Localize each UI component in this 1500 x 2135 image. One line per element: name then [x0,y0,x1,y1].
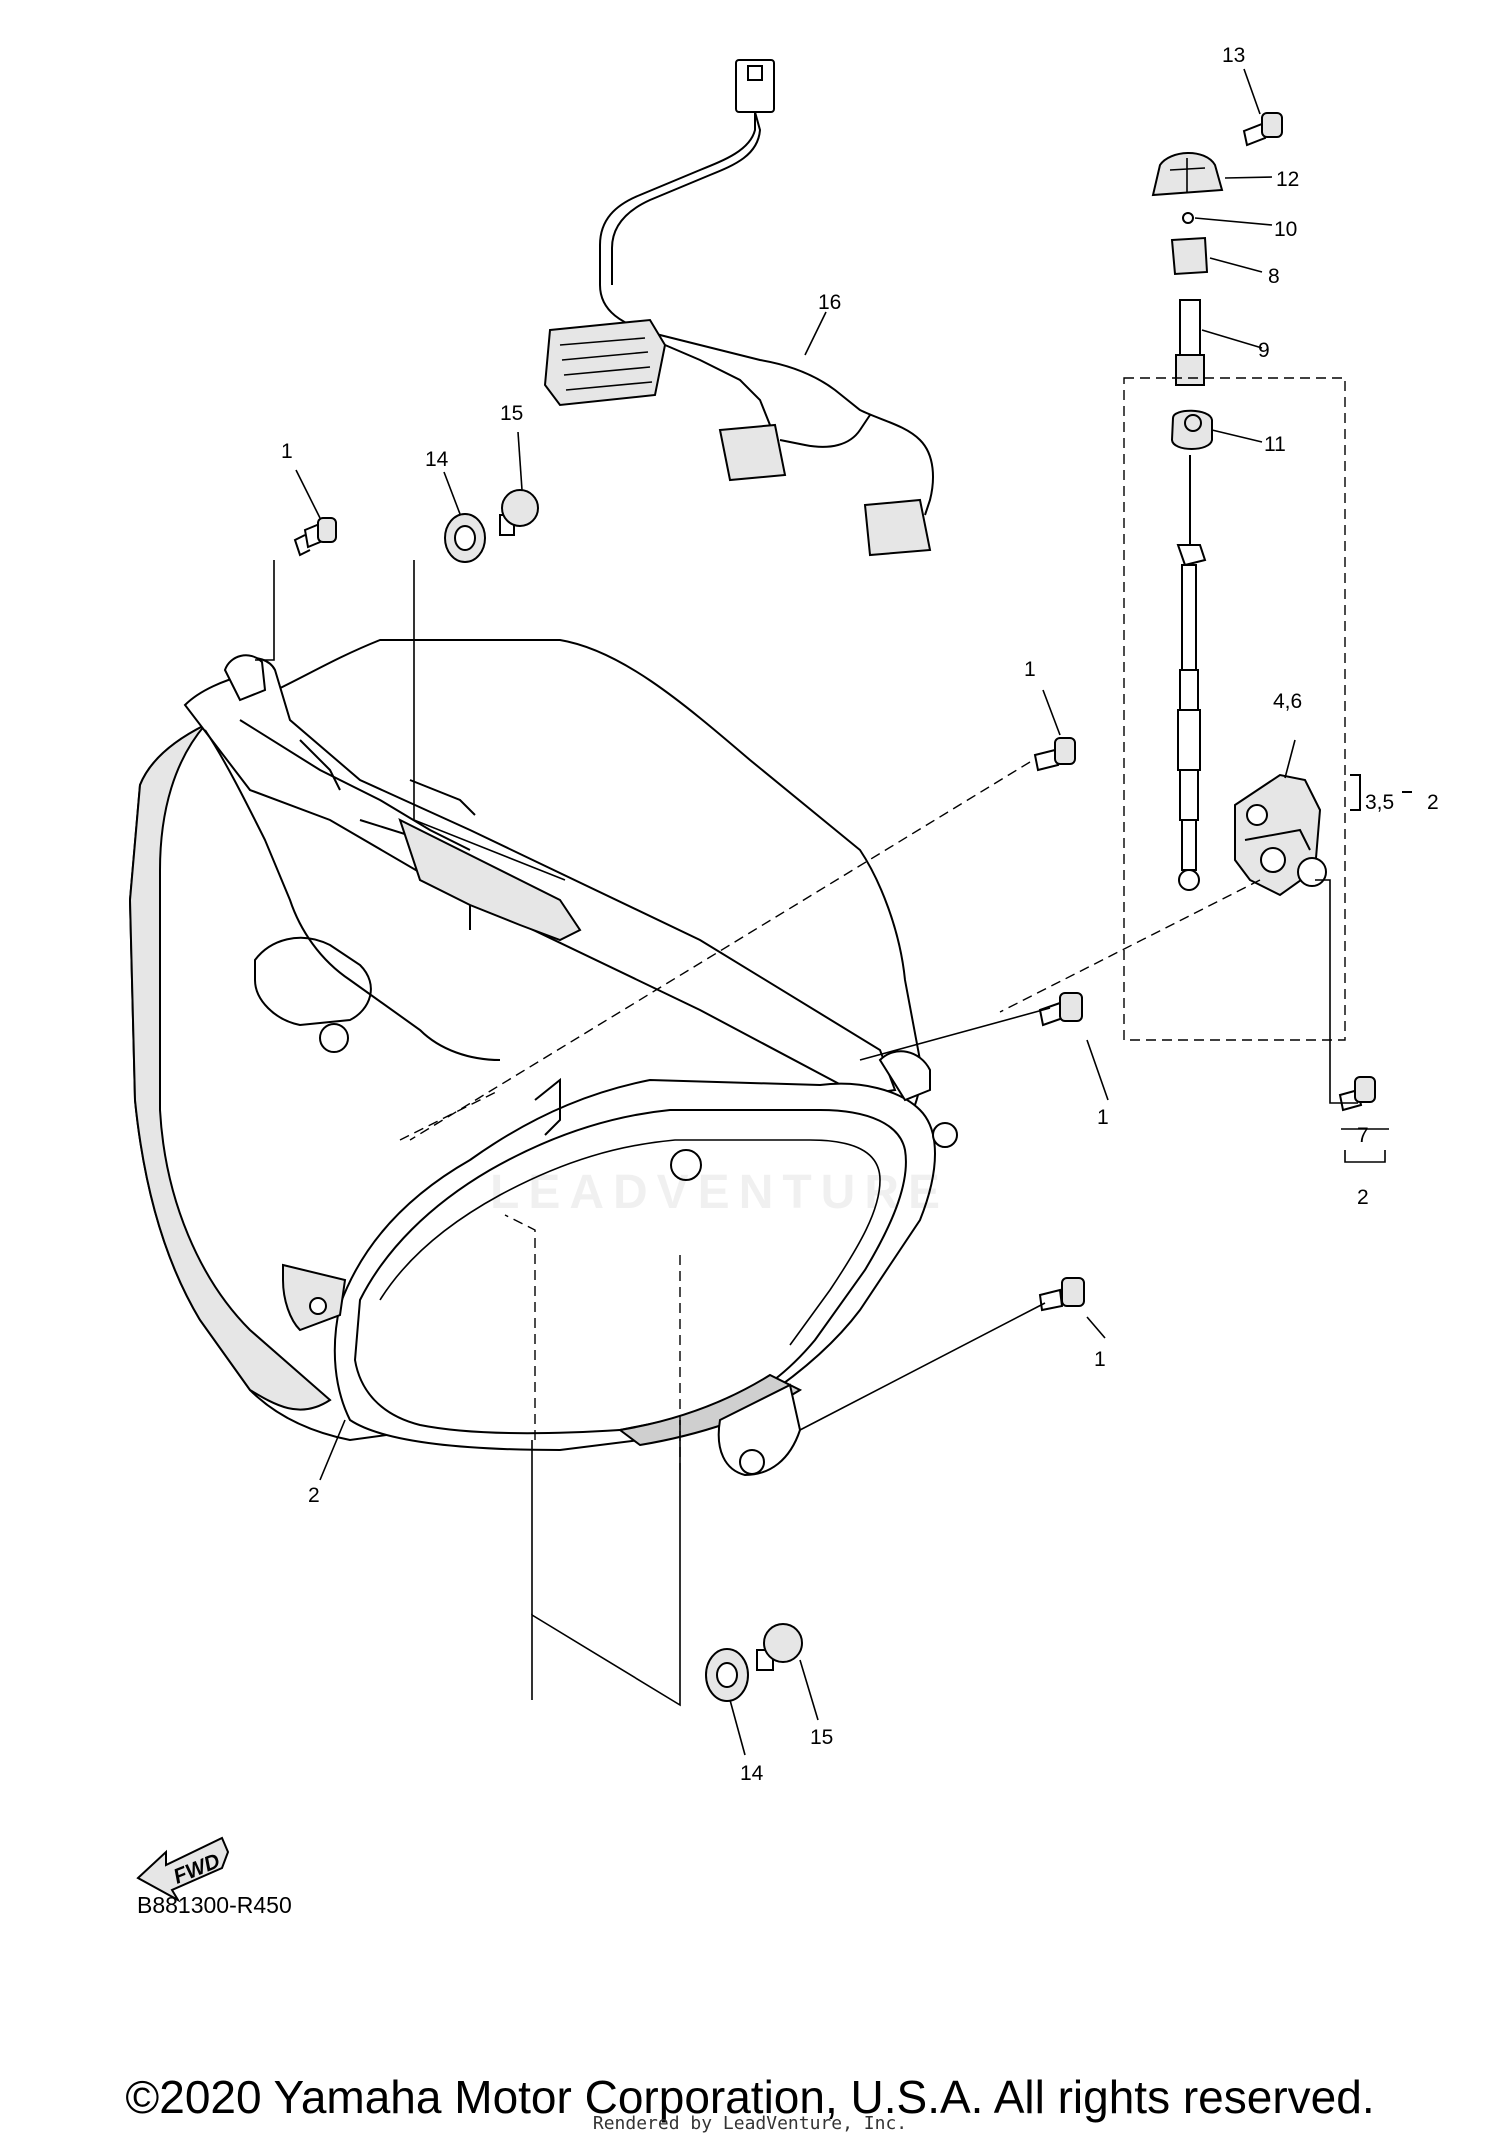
screw-1-lower [1038,992,1083,1027]
leader-lines [255,68,1389,1756]
callout-14: 14 [740,1762,764,1785]
screw-13 [1242,112,1283,147]
callout-1: 1 [1024,658,1036,681]
grommet-14-top [444,513,486,563]
callout-1: 1 [1097,1106,1109,1129]
collar-15-bottom [756,1623,803,1671]
callout-1: 1 [281,440,293,463]
wiring-harness [543,59,934,557]
fwd-arrow-icon: FWD [136,1836,230,1903]
callout-11: 11 [1264,433,1286,456]
callout-2: 2 [1427,791,1439,814]
callout-3-5: 3,5 [1365,791,1394,814]
screw-1-center [1033,737,1076,772]
connector-pins [559,337,653,391]
watermark: LEADVENTURE [490,1166,950,1219]
callout-16: 16 [818,291,841,314]
callout-9: 9 [1258,339,1270,362]
callout-labels: 1 1 1 1 2 2 2 3,5 4,6 7 8 9 10 11 12 13 … [281,44,1439,1785]
diagram-code: B881300-R450 [137,1892,292,1918]
callout-2: 2 [308,1484,320,1507]
rendered-by-credit: Rendered by LeadVenture, Inc. [592,2113,908,2134]
grommet-14-bottom [705,1648,749,1702]
adjuster-assembly [1123,152,1412,1041]
callout-15: 15 [500,402,523,425]
callout-8: 8 [1268,265,1280,288]
callout-15: 15 [810,1726,833,1749]
callout-7: 7 [1357,1124,1369,1147]
callout-14: 14 [425,448,449,471]
callout-12: 12 [1276,168,1299,191]
callout-10: 10 [1274,218,1297,241]
collar-15-top [499,489,539,536]
callout-1: 1 [1094,1348,1106,1371]
callout-2: 2 [1357,1186,1369,1209]
copyright-notice: ©2020 Yamaha Motor Corporation, U.S.A. A… [125,2071,1375,2123]
screw-7 [1338,1076,1376,1112]
callout-13: 13 [1222,44,1245,67]
screw-1-bottom [1038,1277,1085,1312]
screw-1-top-left [293,517,337,557]
callout-4-6: 4,6 [1273,690,1302,713]
headlight-assembly [128,639,958,1477]
